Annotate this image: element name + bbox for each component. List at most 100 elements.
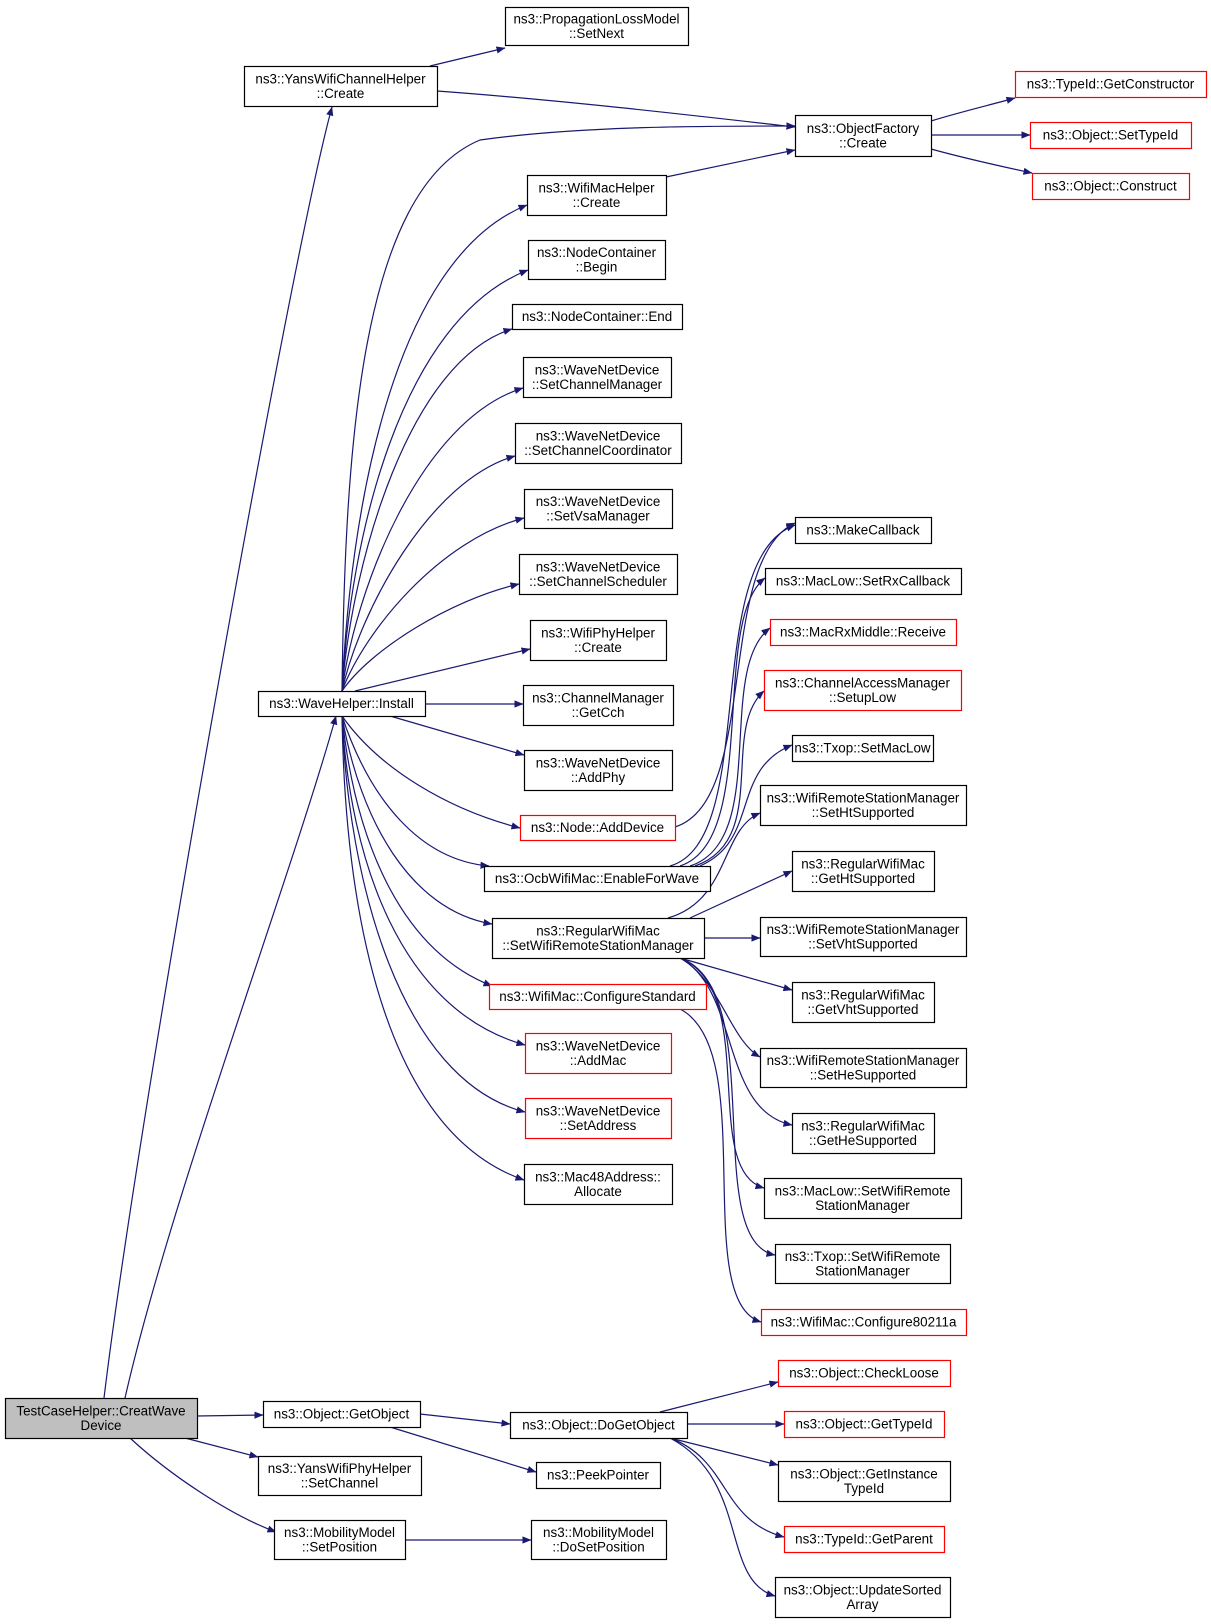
- node-allocate[interactable]: ns3::Mac48Address::Allocate: [523, 1163, 674, 1206]
- node-gethe[interactable]: ns3::RegularWifiMac::GetHeSupported: [791, 1112, 936, 1155]
- node-adddevice[interactable]: ns3::Node::AddDevice: [519, 814, 677, 842]
- node-sethe[interactable]: ns3::WifiRemoteStationManager::SetHeSupp…: [759, 1047, 968, 1089]
- node-label-setchansched-line-1: ::SetChannelScheduler: [529, 574, 667, 589]
- node-construct[interactable]: ns3::Object::Construct: [1031, 172, 1191, 201]
- node-setvht[interactable]: ns3::WifiRemoteStationManager::SetVhtSup…: [759, 916, 968, 958]
- edge-enableforwave-to-setuplow: [694, 690, 765, 867]
- node-box-setwifirsm: [491, 917, 706, 960]
- node-label-getinstance-line-1: TypeId: [844, 1481, 884, 1496]
- edge-setwifirsm-to-getht: [689, 870, 793, 919]
- node-label-getvht-line-0: ns3::RegularWifiMac: [801, 987, 925, 1002]
- node-setht[interactable]: ns3::WifiRemoteStationManager::SetHtSupp…: [759, 784, 968, 827]
- node-label-sethe-line-1: ::SetHeSupported: [810, 1067, 916, 1082]
- node-label-getcch-line-1: ::GetCch: [572, 705, 625, 720]
- node-objfactory[interactable]: ns3::ObjectFactory::Create: [794, 114, 933, 158]
- node-makecallback[interactable]: ns3::MakeCallback: [794, 516, 933, 545]
- node-wavehelper[interactable]: ns3::WaveHelper::Install: [257, 690, 427, 718]
- node-label-setchancoord-line-0: ns3::WaveNetDevice: [536, 428, 661, 443]
- node-label-txopsetmaclow-line-0: ns3::Txop::SetMacLow: [794, 741, 931, 756]
- node-txopsetmaclow[interactable]: ns3::Txop::SetMacLow: [791, 734, 935, 763]
- node-label-setwifirsm-line-1: ::SetWifiRemoteStationManager: [502, 938, 694, 953]
- node-label-root-line-1: Device: [81, 1418, 122, 1433]
- node-setchancoord[interactable]: ns3::WaveNetDevice::SetChannelCoordinato…: [514, 422, 683, 465]
- node-box-allocate: [523, 1163, 674, 1206]
- edge-wavehelper-to-objfactory: [341, 122, 796, 692]
- node-box-ncend: [511, 303, 684, 331]
- node-mobsetpos[interactable]: ns3::MobilityModel::SetPosition: [273, 1519, 407, 1561]
- node-yansphyset[interactable]: ns3::YansWifiPhyHelper::SetChannel: [257, 1455, 423, 1497]
- node-settypeid[interactable]: ns3::Object::SetTypeId: [1029, 121, 1193, 150]
- node-label-macrxreceive-line-0: ns3::MacRxMiddle::Receive: [780, 625, 946, 640]
- node-setchansched[interactable]: ns3::WaveNetDevice::SetChannelScheduler: [518, 553, 679, 596]
- node-getvht[interactable]: ns3::RegularWifiMac::GetVhtSupported: [791, 981, 936, 1024]
- edge-root-to-wavehelper: [124, 715, 338, 1399]
- node-peekpointer[interactable]: ns3::PeekPointer: [535, 1461, 662, 1490]
- node-getobject[interactable]: ns3::Object::GetObject: [262, 1400, 422, 1429]
- node-label-mobsetpos-line-1: ::SetPosition: [302, 1539, 377, 1554]
- node-label-objgettypeid-line-0: ns3::Object::GetTypeId: [796, 1417, 933, 1432]
- node-ncend[interactable]: ns3::NodeContainer::End: [511, 303, 684, 331]
- node-conf80211a[interactable]: ns3::WifiMac::Configure80211a: [760, 1308, 968, 1337]
- node-box-wifimachelper: [526, 174, 668, 217]
- edge-getobject-to-dogetobject: [419, 1413, 511, 1427]
- node-getparent[interactable]: ns3::TypeId::GetParent: [783, 1525, 946, 1554]
- node-label-setht-line-0: ns3::WifiRemoteStationManager: [767, 790, 960, 805]
- node-yanschan[interactable]: ns3::YansWifiChannelHelper::Create: [243, 65, 439, 108]
- edge-wavehelper-to-adddevice: [341, 715, 521, 830]
- node-wifimachelper[interactable]: ns3::WifiMacHelper::Create: [526, 174, 668, 217]
- node-box-root: [4, 1397, 199, 1440]
- edge-setwifirsm-to-getvht: [679, 957, 793, 992]
- node-label-setchanmgr-line-1: ::SetChannelManager: [532, 377, 663, 392]
- node-box-setvht: [759, 916, 968, 958]
- node-txopsetrsm[interactable]: ns3::Txop::SetWifiRemoteStationManager: [774, 1243, 952, 1285]
- node-box-getparent: [783, 1525, 946, 1554]
- node-label-setvht-line-0: ns3::WifiRemoteStationManager: [767, 922, 960, 937]
- node-setvsa[interactable]: ns3::WaveNetDevice::SetVsaManager: [523, 488, 674, 530]
- node-dogetobject[interactable]: ns3::Object::DoGetObject: [509, 1411, 689, 1440]
- node-label-wifiphyhelper-line-0: ns3::WifiPhyHelper: [541, 625, 655, 640]
- node-checkloose[interactable]: ns3::Object::CheckLoose: [777, 1359, 952, 1388]
- node-setrxcallback[interactable]: ns3::MacLow::SetRxCallback: [764, 567, 963, 596]
- node-label-allocate-line-0: ns3::Mac48Address::: [535, 1169, 661, 1184]
- node-label-yanschan-line-0: ns3::YansWifiChannelHelper: [255, 71, 426, 86]
- node-box-makecallback: [794, 516, 933, 545]
- node-box-setaddress: [524, 1097, 673, 1140]
- node-label-setaddress-line-0: ns3::WaveNetDevice: [536, 1103, 661, 1118]
- node-setchanmgr[interactable]: ns3::WaveNetDevice::SetChannelManager: [522, 356, 673, 399]
- node-mobdosetpos[interactable]: ns3::MobilityModel::DoSetPosition: [530, 1519, 668, 1561]
- node-maclowsetrsm[interactable]: ns3::MacLow::SetWifiRemoteStationManager: [763, 1177, 963, 1220]
- nodes-layer: TestCaseHelper::CreatWaveDevicens3::Yans…: [4, 6, 1208, 1619]
- node-configstd[interactable]: ns3::WifiMac::ConfigureStandard: [488, 983, 708, 1011]
- node-label-maclowsetrsm-line-1: StationManager: [815, 1198, 910, 1213]
- node-ncbegin[interactable]: ns3::NodeContainer::Begin: [527, 239, 667, 281]
- node-getconstructor[interactable]: ns3::TypeId::GetConstructor: [1014, 70, 1208, 99]
- node-proploss[interactable]: ns3::PropagationLossModel::SetNext: [504, 6, 690, 47]
- edge-setwifirsm-to-gethe: [679, 957, 793, 1127]
- node-label-ncbegin-line-0: ns3::NodeContainer: [537, 245, 657, 260]
- node-getcch[interactable]: ns3::ChannelManager::GetCch: [522, 684, 675, 727]
- node-wifiphyhelper[interactable]: ns3::WifiPhyHelper::Create: [529, 619, 668, 662]
- node-addmac[interactable]: ns3::WaveNetDevice::AddMac: [524, 1032, 673, 1075]
- edge-wavehelper-to-wifimachelper: [341, 204, 528, 692]
- node-getht[interactable]: ns3::RegularWifiMac::GetHtSupported: [791, 850, 936, 893]
- node-box-addphy: [523, 749, 674, 792]
- edge-wavehelper-to-allocate: [341, 715, 525, 1181]
- edge-setwifirsm-to-setht: [667, 812, 761, 919]
- node-objgettypeid[interactable]: ns3::Object::GetTypeId: [783, 1410, 946, 1439]
- node-label-updatesorted-line-1: Array: [847, 1597, 879, 1612]
- node-setwifirsm[interactable]: ns3::RegularWifiMac::SetWifiRemoteStatio…: [491, 917, 706, 960]
- node-macrxreceive[interactable]: ns3::MacRxMiddle::Receive: [769, 618, 958, 647]
- node-setaddress[interactable]: ns3::WaveNetDevice::SetAddress: [524, 1097, 673, 1140]
- edge-wavehelper-to-wifiphyhelper: [354, 647, 531, 692]
- node-label-txopsetrsm-line-0: ns3::Txop::SetWifiRemote: [785, 1249, 941, 1264]
- node-addphy[interactable]: ns3::WaveNetDevice::AddPhy: [523, 749, 674, 792]
- node-box-objgettypeid: [783, 1410, 946, 1439]
- node-setuplow[interactable]: ns3::ChannelAccessManager::SetupLow: [763, 669, 963, 712]
- node-label-setchanmgr-line-0: ns3::WaveNetDevice: [535, 362, 660, 377]
- edge-wavehelper-to-addphy: [389, 715, 525, 757]
- node-box-txopsetrsm: [774, 1243, 952, 1285]
- node-enableforwave[interactable]: ns3::OcbWifiMac::EnableForWave: [483, 865, 712, 893]
